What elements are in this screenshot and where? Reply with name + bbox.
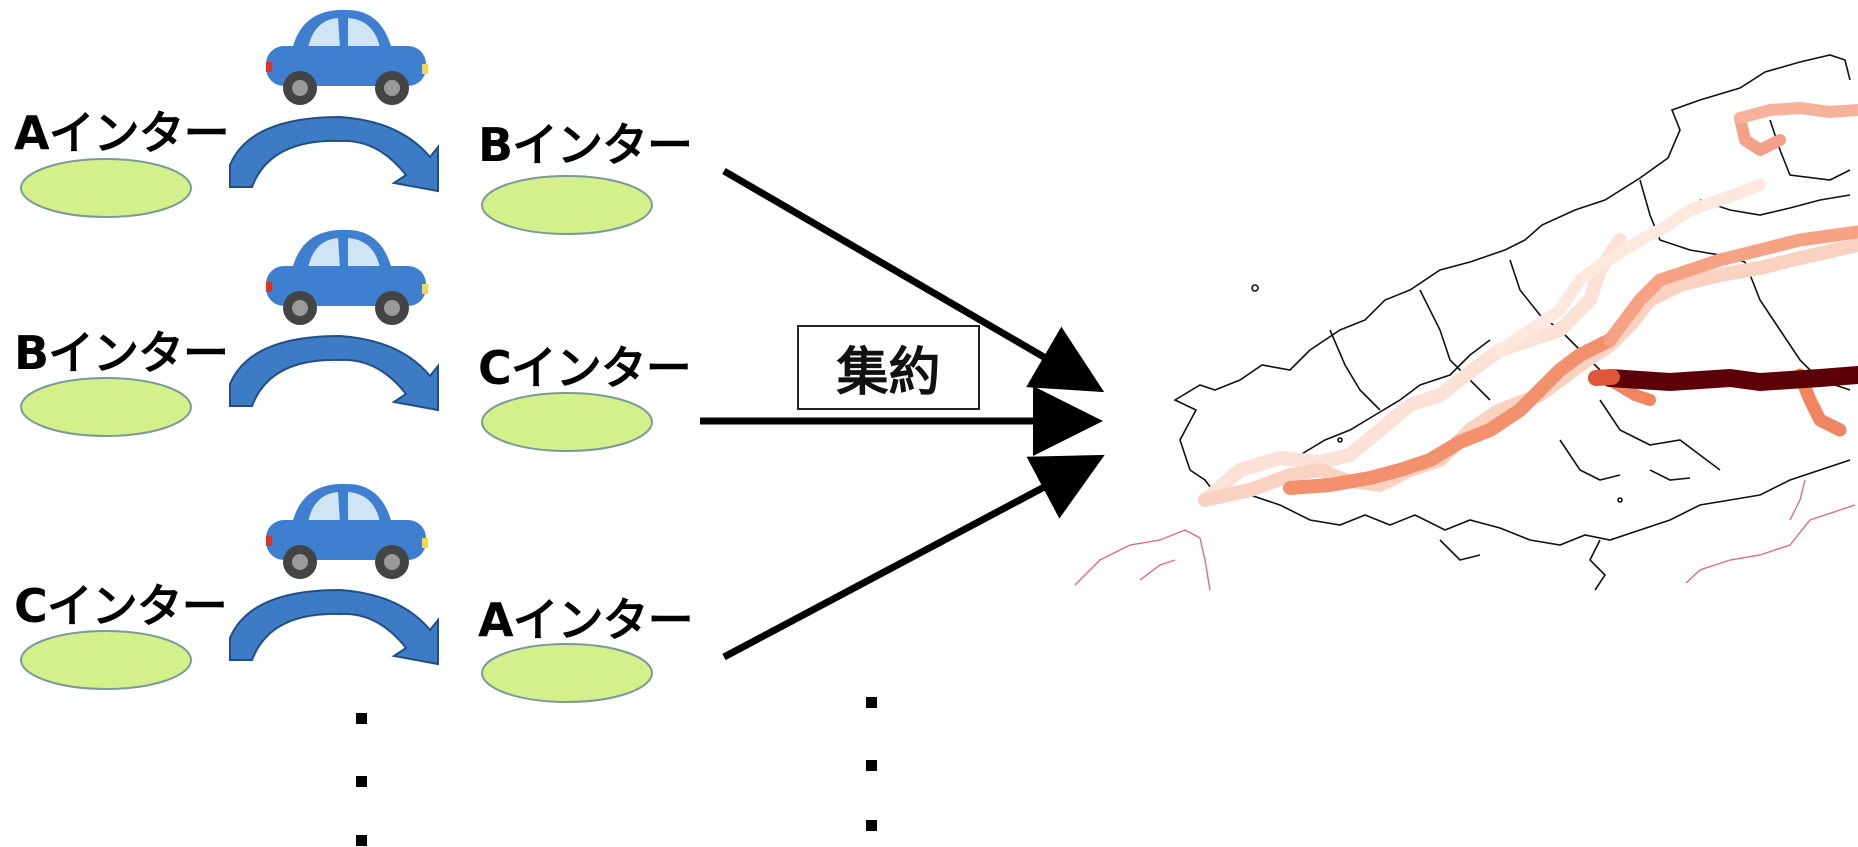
ellipsis-dot [356,776,367,787]
arrow-icon [700,167,1105,661]
curved-arrow-icon [229,116,439,665]
ellipsis-dot [356,713,367,724]
destination-label-1: Bインター [478,118,693,172]
car-icon [266,9,428,579]
origin-label-3: Cインター [14,579,228,633]
origin-label-2: Bインター [14,326,229,380]
ellipsis-dot [866,820,877,831]
map-icon [1074,54,1858,591]
ellipsis-dot [356,835,367,846]
destination-label-3: Aインター [478,593,694,647]
origin-label-1: Aインター [14,106,230,160]
ellipsis-dot [866,697,877,708]
aggregate-label: 集約 [836,343,941,403]
destination-label-2: Cインター [478,341,692,395]
aggregate-box: 集約 [797,325,980,410]
ellipsis-dot [866,760,877,771]
interchange-ellipses [20,158,653,703]
